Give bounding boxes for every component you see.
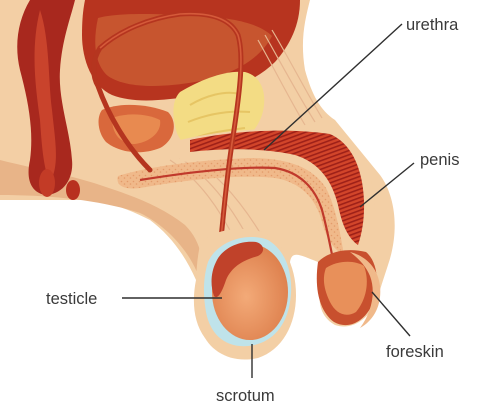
- pelvic-bone-1: [39, 169, 55, 197]
- label-foreskin: foreskin: [386, 343, 444, 361]
- foreskin-leader: [372, 292, 410, 336]
- label-penis: penis: [420, 151, 459, 169]
- label-scrotum: scrotum: [216, 387, 275, 405]
- label-urethra: urethra: [406, 16, 459, 34]
- label-testicle: testicle: [46, 290, 97, 308]
- pelvic-bone-2: [66, 180, 80, 200]
